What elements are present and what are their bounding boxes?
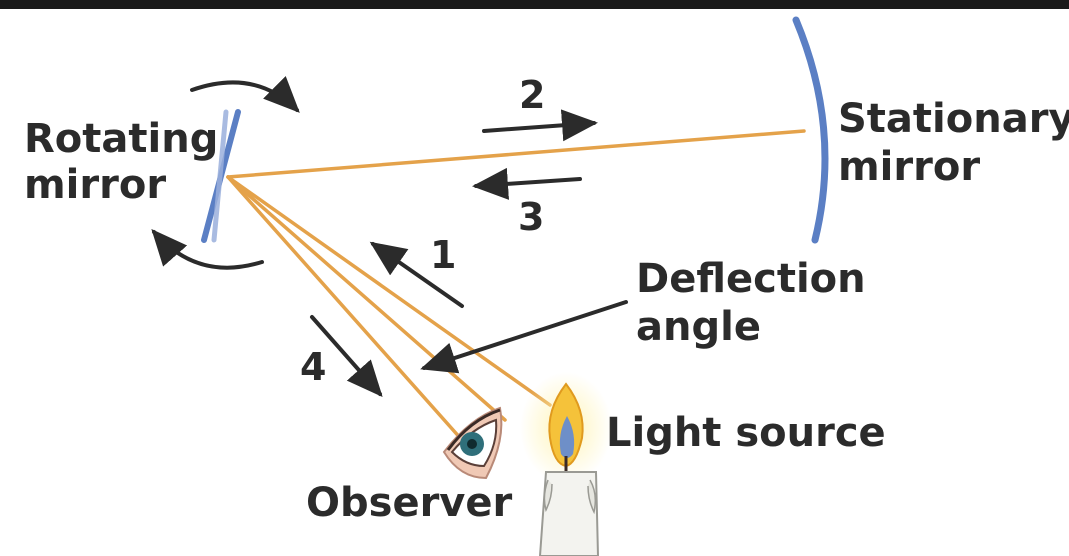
arrow-2 [482, 109, 598, 142]
light-beams [226, 129, 806, 442]
beam-from-light-source [226, 175, 552, 407]
path-number-1: 1 [430, 233, 456, 277]
candle-icon [520, 372, 612, 556]
observer-label: Observer [306, 480, 513, 526]
path-number-4: 4 [300, 345, 326, 389]
deflection-angle-label-line2: angle [636, 304, 761, 350]
deflection-angle-label-line1: Deflection [636, 256, 866, 302]
stationary-mirror-label-line2: mirror [838, 144, 980, 190]
stationary-mirror-label-line1: Stationary [838, 96, 1069, 142]
arrow-4 [310, 315, 383, 397]
path-number-2: 2 [519, 73, 545, 117]
beam-to-stationary-mirror [226, 129, 806, 179]
top-bar [0, 0, 1069, 9]
rotation-arrow-icon [151, 76, 300, 270]
eye-icon [442, 406, 503, 480]
rotating-mirror-label-line1: Rotating [24, 116, 218, 162]
rotating-mirror [201, 109, 241, 243]
beam-to-observer [226, 175, 464, 442]
arrow-3 [472, 167, 582, 200]
stationary-mirror [792, 16, 829, 244]
light-source-label: Light source [606, 410, 886, 456]
direction-arrows [310, 109, 628, 397]
deflection-pointer [420, 300, 628, 374]
path-number-3: 3 [518, 195, 544, 239]
beam-middle [226, 175, 507, 422]
arrow-1 [369, 241, 464, 308]
rotating-mirror-label-line2: mirror [24, 162, 166, 208]
